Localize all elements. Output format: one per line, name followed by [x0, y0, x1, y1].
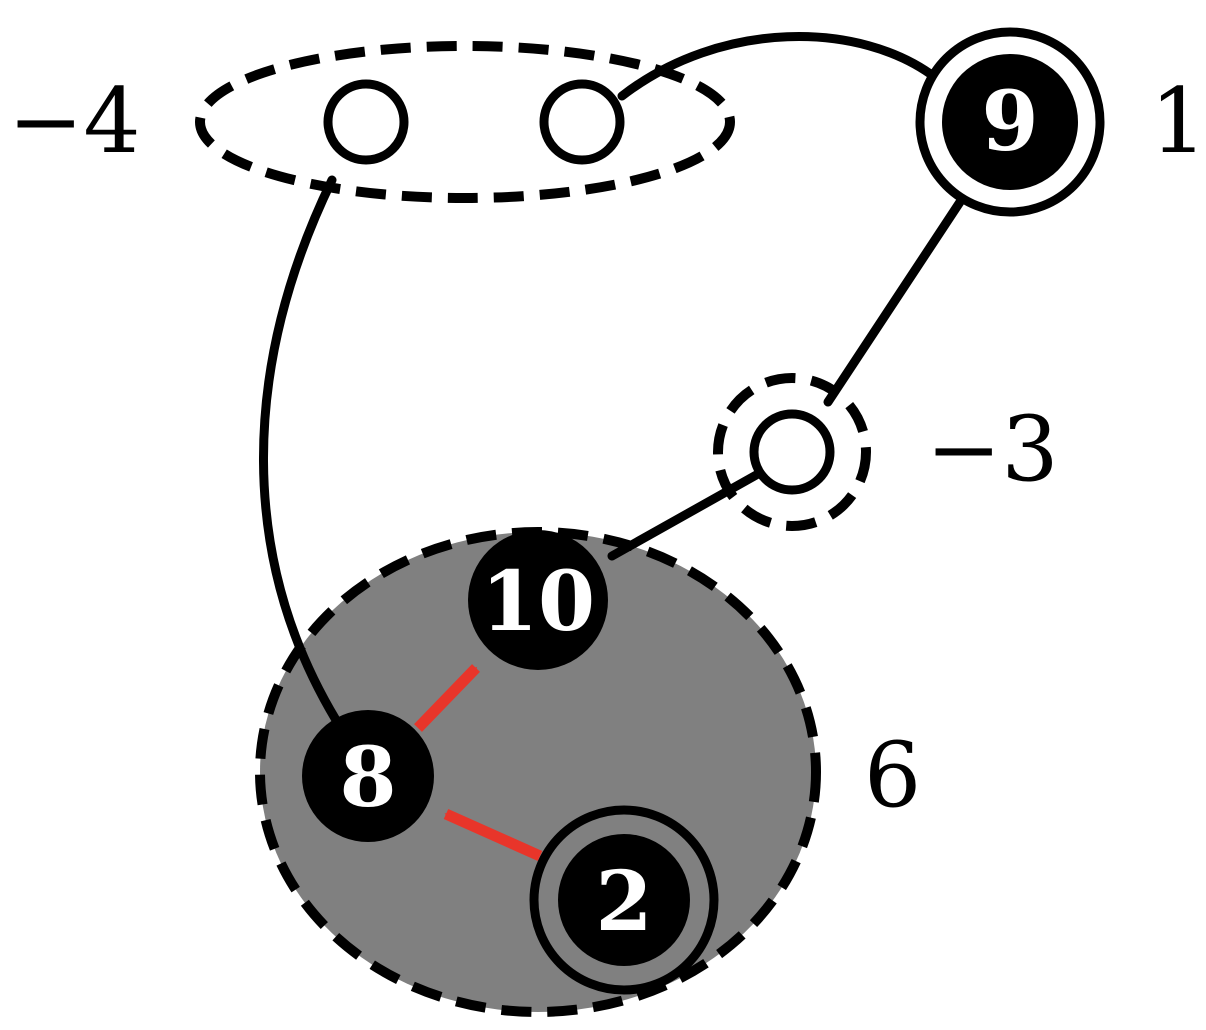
top-left-group-border	[195, 41, 735, 203]
node-2	[558, 834, 690, 966]
node-10	[468, 530, 608, 670]
edge-top-left-to-8	[259, 175, 341, 725]
minus3-group-border	[713, 373, 871, 531]
node-8	[302, 710, 434, 842]
node-10-number: 10	[481, 554, 595, 650]
label-top-right: 1	[1150, 69, 1206, 174]
edge-minus3-to-10	[607, 469, 763, 561]
edge-9-to-minus3	[823, 197, 965, 407]
arrow-8-to-10	[414, 664, 480, 732]
node-8-number: 8	[339, 730, 396, 826]
label-top-left: −4	[8, 69, 141, 174]
edge-top-left-to-9	[617, 32, 941, 101]
node-9-number: 9	[981, 74, 1038, 170]
node-empty-c	[749, 409, 835, 495]
node-9	[942, 54, 1078, 190]
label-middle-right: −3	[926, 397, 1059, 502]
label-bottom-right: 6	[864, 723, 921, 828]
node-2-number: 2	[595, 854, 652, 950]
arrow-2-to-8	[443, 808, 543, 862]
node-empty-a	[323, 79, 409, 165]
node-empty-b	[539, 79, 625, 165]
